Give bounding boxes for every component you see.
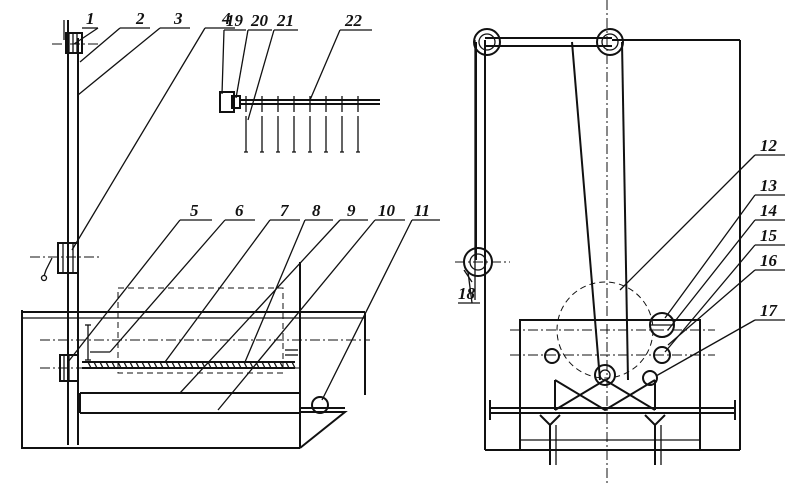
label-4: 4 (221, 9, 231, 28)
label-11: 11 (414, 201, 430, 220)
large-wheel (556, 281, 654, 379)
label-16: 16 (760, 251, 778, 270)
middle-pulley (30, 242, 102, 282)
top-right-pulley (596, 28, 624, 56)
label-17: 17 (760, 301, 779, 320)
label-12: 12 (760, 136, 778, 155)
label-15: 15 (760, 226, 778, 245)
label-1: 1 (86, 9, 95, 28)
hanging-rack (219, 91, 380, 153)
comb-bar (82, 324, 298, 369)
label-9: 9 (347, 201, 356, 220)
leader-lines (67, 27, 785, 411)
side-view (455, 0, 741, 483)
top-pulley (52, 32, 100, 54)
label-3: 3 (173, 9, 183, 28)
label-7: 7 (280, 201, 290, 220)
label-13: 13 (760, 176, 778, 195)
label-20: 20 (250, 11, 269, 30)
label-8: 8 (312, 201, 321, 220)
label-21: 21 (276, 11, 294, 30)
label-5: 5 (190, 201, 199, 220)
tank (21, 262, 366, 449)
roller (311, 396, 329, 414)
label-22: 22 (344, 11, 363, 30)
label-2: 2 (135, 9, 145, 28)
top-left-pulley (473, 28, 501, 56)
part-labels: 1 2 3 4 19 20 21 22 5 6 7 8 9 10 11 12 1… (86, 9, 779, 320)
label-18: 18 (458, 284, 476, 303)
label-10: 10 (378, 201, 396, 220)
front-view (21, 20, 370, 449)
label-19: 19 (226, 11, 244, 30)
label-14: 14 (760, 201, 777, 220)
label-6: 6 (235, 201, 244, 220)
